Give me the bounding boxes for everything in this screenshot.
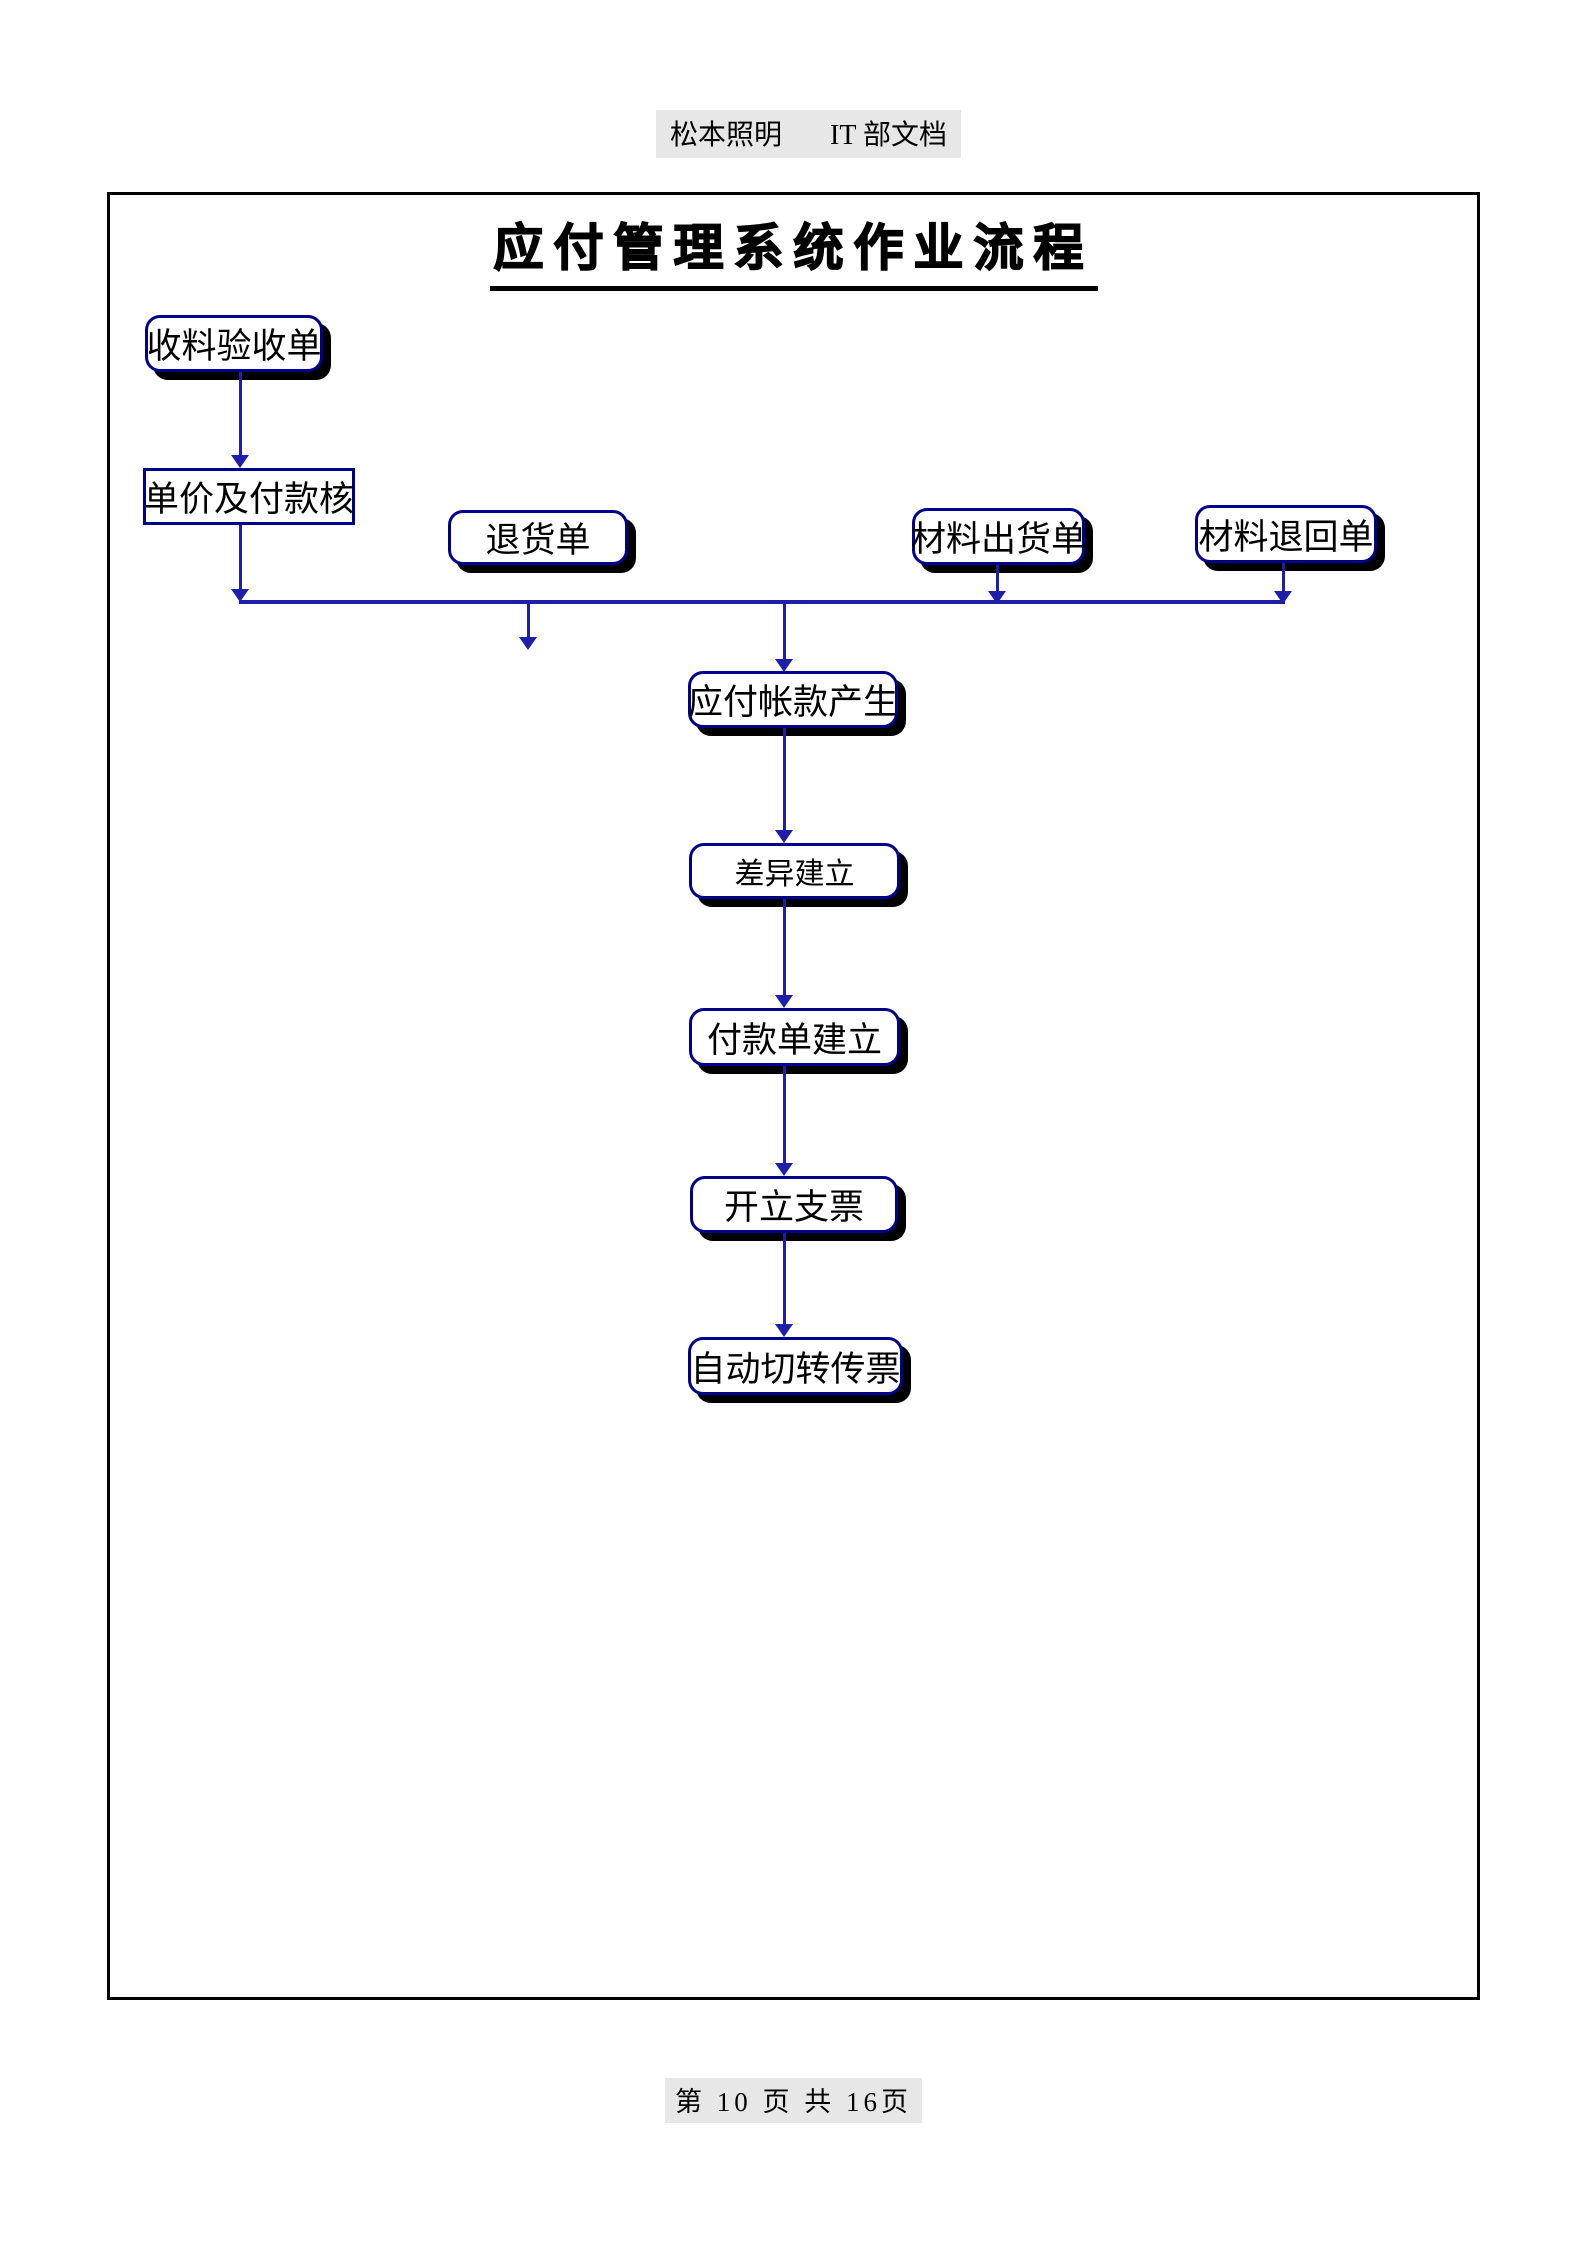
arrowhead-icon [775, 1324, 793, 1337]
node-label: 材料出货单 [911, 520, 1087, 559]
arrowhead-icon [231, 589, 249, 602]
flow-line [239, 372, 242, 455]
header-company: 松本照明 [670, 120, 783, 151]
node-label: 差异建立 [734, 858, 855, 891]
flow-line [783, 1233, 786, 1324]
flow-line [996, 565, 999, 591]
node-label: 单价及付款核 [144, 480, 355, 519]
node-label: 自动切转传票 [690, 1349, 901, 1389]
diagram-title: 应付管理系统作业流程 [489, 208, 1098, 291]
node-variance-creation: 差异建立 [689, 843, 900, 899]
node-auto-voucher: 自动切转传票 [688, 1337, 903, 1395]
node-ap-generation: 应付帐款产生 [688, 671, 898, 728]
node-label: 退货单 [485, 521, 591, 560]
page-header: 松本照明 IT 部文档 [656, 110, 961, 158]
flow-line [239, 525, 242, 589]
flow-line [527, 604, 530, 637]
node-price-payment-check: 单价及付款核 [143, 468, 355, 525]
arrowhead-icon [988, 591, 1006, 604]
node-label: 开立支票 [723, 1188, 864, 1227]
arrowhead-icon [775, 830, 793, 843]
header-doc-label: IT 部文档 [830, 120, 947, 151]
arrowhead-icon [775, 1163, 793, 1176]
arrowhead-icon [1274, 591, 1292, 604]
node-material-return: 材料退回单 [1195, 505, 1377, 563]
node-check-issue: 开立支票 [690, 1176, 898, 1233]
node-label: 应付帐款产生 [688, 683, 899, 722]
flow-line [1282, 563, 1285, 591]
node-label: 材料退回单 [1198, 517, 1374, 557]
arrowhead-icon [519, 637, 537, 650]
page-number: 第 10 页 共 16页 [665, 2078, 922, 2123]
node-label: 付款单建立 [706, 1020, 882, 1060]
node-material-receiving: 收料验收单 [145, 315, 323, 372]
node-payment-creation: 付款单建立 [689, 1008, 900, 1066]
diagram-title-wrap: 应付管理系统作业流程 [107, 208, 1480, 291]
page-footer: 第 10 页 共 16页 [0, 2078, 1587, 2123]
diagram-frame [107, 192, 1480, 2000]
flow-line [783, 728, 786, 830]
flow-line [783, 1066, 786, 1163]
flow-line [783, 899, 786, 995]
arrowhead-icon [775, 659, 793, 672]
flow-bus-line [239, 600, 1285, 604]
node-return-slip: 退货单 [448, 510, 628, 565]
arrowhead-icon [775, 995, 793, 1008]
flow-line [783, 604, 786, 659]
arrowhead-icon [231, 455, 249, 468]
node-material-shipment: 材料出货单 [911, 508, 1087, 565]
node-label: 收料验收单 [146, 327, 322, 366]
